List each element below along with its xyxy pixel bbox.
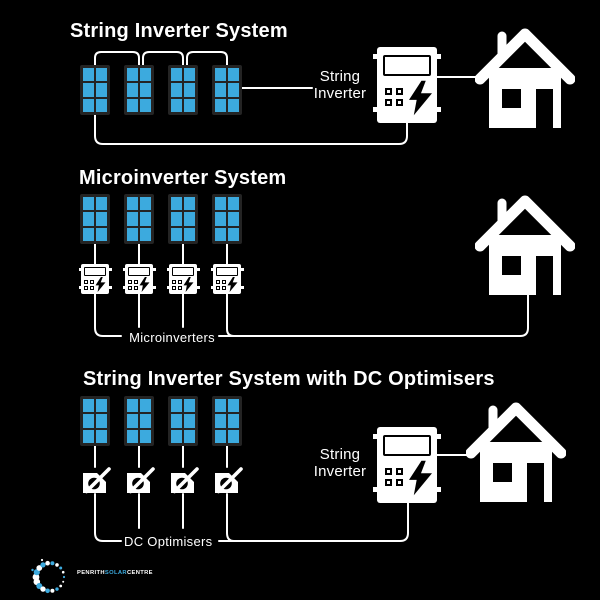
microinverter-icon [210, 264, 244, 294]
penrith-solar-centre-wordmark: PENRITHSOLARCENTRE [77, 570, 153, 576]
logo-text-centre: CENTRE [126, 570, 153, 576]
dc-optimisers-label: DC Optimisers [124, 534, 213, 549]
microinverter-icon [166, 264, 200, 294]
solar-panel [124, 65, 154, 115]
solar-panel [212, 396, 242, 446]
house-icon [475, 195, 575, 295]
solar-panel [124, 396, 154, 446]
string-inverter-label: String Inverter [313, 68, 367, 102]
solar-panel [212, 194, 242, 244]
inverter-buttons [385, 88, 403, 106]
string-inverter-icon [373, 427, 441, 503]
solar-panel [168, 194, 198, 244]
solar-panel [168, 396, 198, 446]
section2-title: Microinverter System [79, 167, 287, 189]
inverter-buttons [385, 468, 403, 486]
microinverter-icon [78, 264, 112, 294]
string-inverter-icon [373, 47, 441, 123]
solar-panel [168, 65, 198, 115]
solar-panel [80, 396, 110, 446]
logo-text-penrith: PENRITH [77, 570, 105, 576]
microinverter-icon [122, 264, 156, 294]
house-icon [466, 402, 566, 502]
dc-optimiser-icon [127, 467, 155, 494]
inverter-display [383, 435, 431, 456]
section3-title: String Inverter System with DC Optimiser… [83, 368, 495, 390]
dc-optimiser-icon [171, 467, 199, 494]
penrith-solar-centre-logo-ring-icon [31, 558, 66, 594]
section1-title: String Inverter System [70, 20, 288, 42]
lightning-bolt-icon [409, 460, 432, 496]
solar-panel [124, 194, 154, 244]
lightning-bolt-icon [409, 80, 432, 116]
dc-optimiser-icon [83, 467, 111, 494]
solar-panel [80, 65, 110, 115]
lightning-bolt-icon [95, 277, 106, 292]
string-inverter-label: String Inverter [313, 446, 367, 480]
logo-text-solar: SOLAR [104, 570, 127, 576]
solar-panel [212, 65, 242, 115]
dc-optimiser-icon [215, 467, 243, 494]
inverter-display [383, 55, 431, 76]
solar-panel [80, 194, 110, 244]
microinverters-label: Microinverters [129, 330, 215, 345]
house-icon [475, 28, 575, 128]
